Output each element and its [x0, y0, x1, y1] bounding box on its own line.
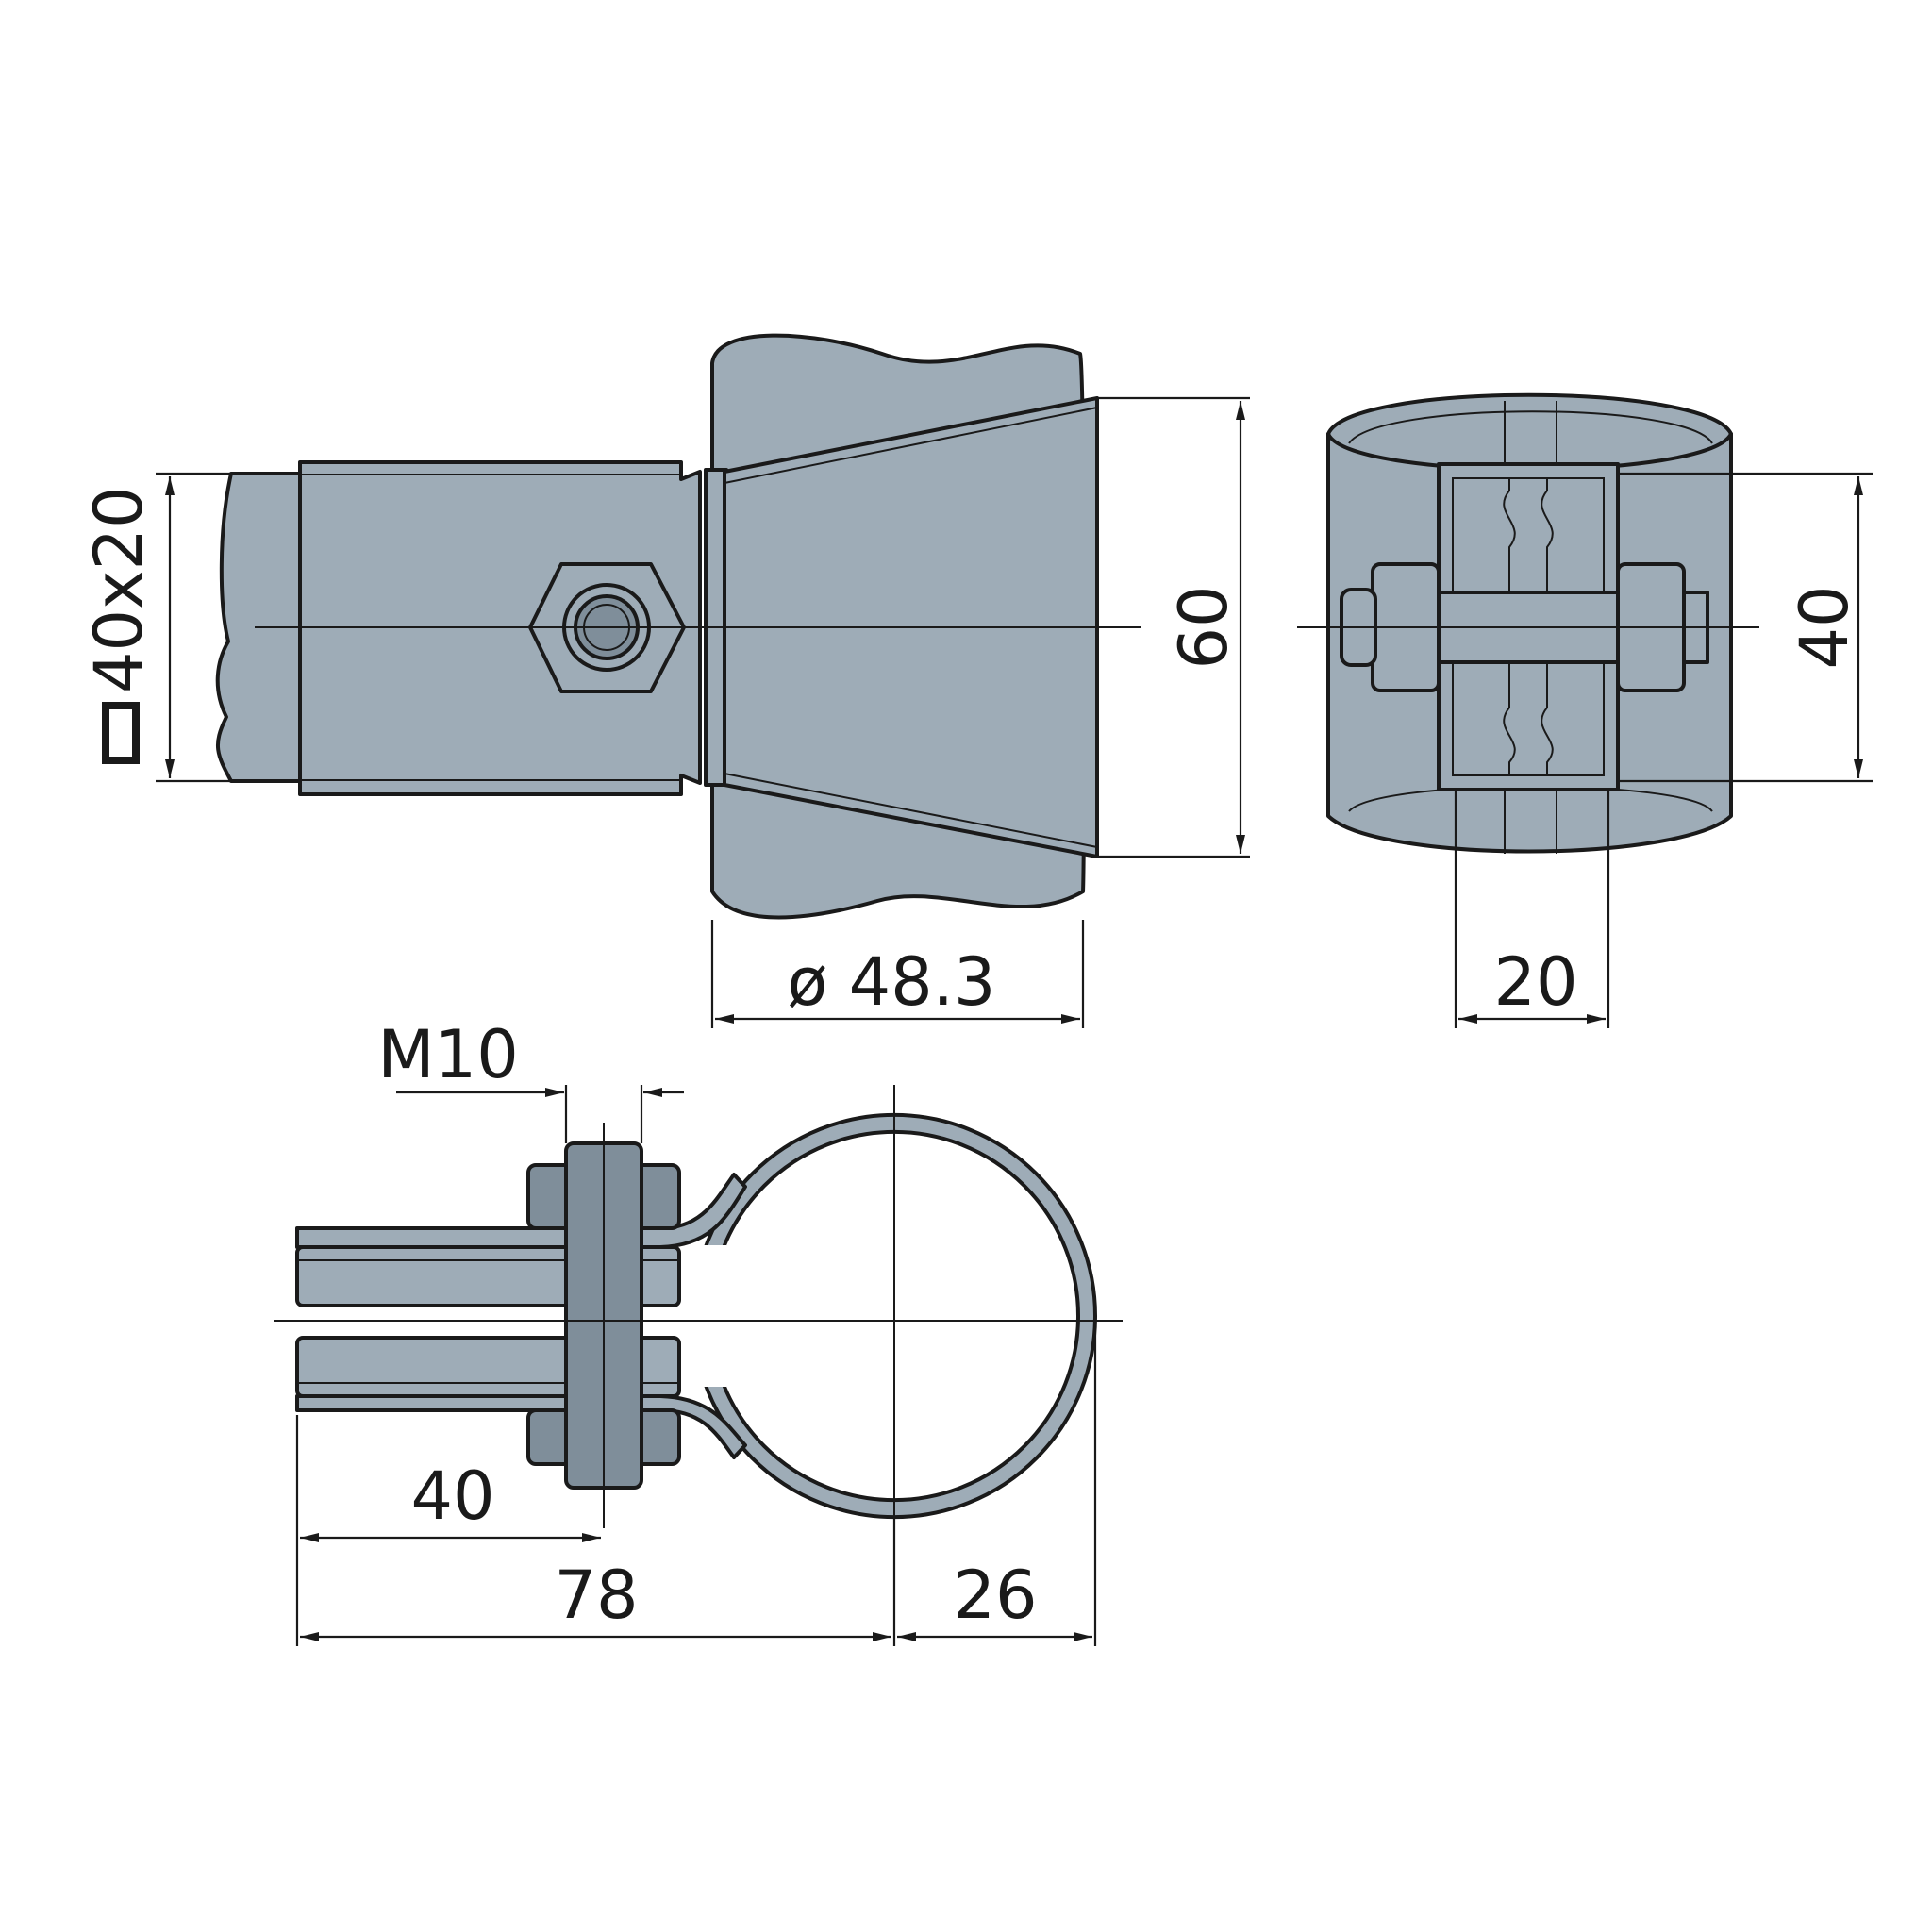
clamp-ring: [691, 1113, 1098, 1519]
square-profile-icon: [102, 702, 140, 764]
dim-side-height: 40: [1618, 472, 1873, 783]
dim-label-side-width: 20: [1493, 943, 1577, 1021]
dim-ring-offset: 26: [897, 1321, 1097, 1646]
dim-clamp-height: 60: [1097, 396, 1250, 858]
dim-label-pipe-diameter: ø 48.3: [788, 943, 996, 1021]
dim-tube-depth: 40: [295, 1415, 601, 1646]
dim-total-length: 78: [300, 1519, 896, 1646]
dim-side-width: 20: [1454, 790, 1610, 1028]
dim-label-tube-profile: 40x20: [80, 486, 158, 693]
dim-bolt: M10: [377, 1016, 684, 1143]
dim-label-ring-offset: 26: [953, 1557, 1037, 1634]
dim-pipe-diameter: ø 48.3: [710, 920, 1085, 1028]
side-view: [1297, 392, 1759, 854]
dim-label-tube-depth: 40: [410, 1457, 494, 1535]
dim-label-side-height: 40: [1786, 585, 1863, 669]
dim-label-bolt: M10: [377, 1016, 518, 1093]
dim-label-total-length: 78: [554, 1557, 638, 1634]
top-view: [274, 1085, 1123, 1528]
lower-arm: [295, 1394, 747, 1459]
side-pipe-top: [1326, 392, 1733, 472]
dim-tube-profile: 40x20: [80, 472, 231, 783]
front-view: [215, 333, 1141, 920]
dim-label-clamp-height: 60: [1165, 585, 1242, 669]
